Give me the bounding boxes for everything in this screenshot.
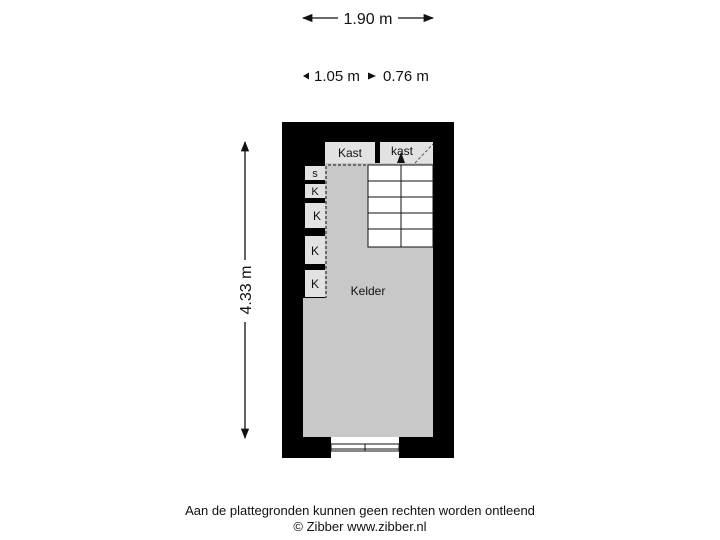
closet-k-4: K (305, 270, 325, 297)
footer-disclaimer: Aan de plattegronden kunnen geen rechten… (185, 503, 535, 518)
staircase (367, 152, 434, 248)
closet-column: s K K K K (303, 165, 327, 298)
room-label-kelder: Kelder (351, 284, 386, 298)
segment-dimensions: 1.05 m 0.76 m (303, 68, 429, 85)
svg-text:K: K (313, 209, 321, 223)
closet-k-2: K (305, 203, 325, 228)
left-segment-label: 1.05 m (314, 68, 360, 85)
cupboard-kast: Kast (325, 142, 375, 163)
footer-copyright: © Zibber www.zibber.nl (293, 519, 427, 534)
closet-k-1: K (305, 184, 325, 198)
height-dimension: 4.33 m (238, 140, 255, 440)
cupboard-kast-small: kast (380, 142, 434, 164)
width-label: 1.90 m (344, 11, 393, 28)
stair-direction-arrow (397, 152, 405, 163)
closet-k-3: K (305, 236, 325, 264)
width-dimension: 1.90 m (301, 11, 435, 28)
svg-text:Kast: Kast (338, 146, 363, 160)
svg-text:K: K (311, 186, 319, 198)
inner-wall-top-left (303, 142, 325, 165)
svg-text:s: s (312, 168, 318, 180)
svg-text:K: K (311, 244, 319, 258)
right-segment-label: 0.76 m (383, 68, 429, 85)
segment-arrow-left (303, 72, 309, 80)
svg-text:K: K (311, 277, 319, 291)
segment-arrow-right (368, 72, 376, 80)
bottom-door (330, 437, 400, 458)
height-label: 4.33 m (238, 266, 255, 315)
svg-text:kast: kast (391, 144, 414, 158)
cupboard-divider (375, 142, 380, 163)
closet-s: s (305, 166, 325, 180)
